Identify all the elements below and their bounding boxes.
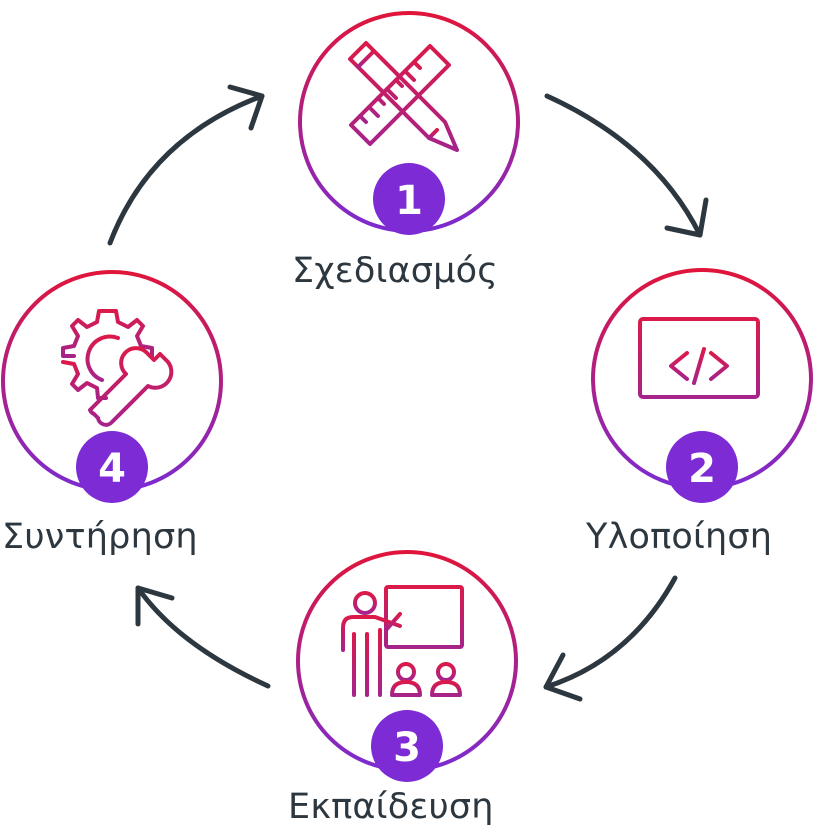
ruler-pencil-icon xyxy=(348,41,459,152)
arrow-4-to-1 xyxy=(107,84,265,246)
arrow-1-to-2 xyxy=(544,93,709,238)
step-4-badge: 4 xyxy=(76,431,148,503)
step-1-number: 1 xyxy=(395,178,423,224)
arrow-2-to-3 xyxy=(543,575,678,702)
step-1-badge: 1 xyxy=(373,163,445,235)
arrow-3-to-4 xyxy=(135,585,271,689)
step-2-label: Υλοποίηση xyxy=(586,517,773,557)
step-2-badge: 2 xyxy=(666,431,738,503)
step-1-label: Σχεδιασμός xyxy=(292,251,498,291)
step-3-label: Εκπαίδευση xyxy=(288,787,494,827)
step-4-label: Συντήρηση xyxy=(2,517,198,557)
step-3-badge: 3 xyxy=(371,710,443,782)
presentation-icon xyxy=(341,585,464,697)
code-monitor-icon xyxy=(638,317,760,413)
step-3-number: 3 xyxy=(393,725,421,771)
gear-wrench-icon xyxy=(61,309,174,427)
step-2-number: 2 xyxy=(688,446,716,492)
step-4-number: 4 xyxy=(98,446,126,492)
